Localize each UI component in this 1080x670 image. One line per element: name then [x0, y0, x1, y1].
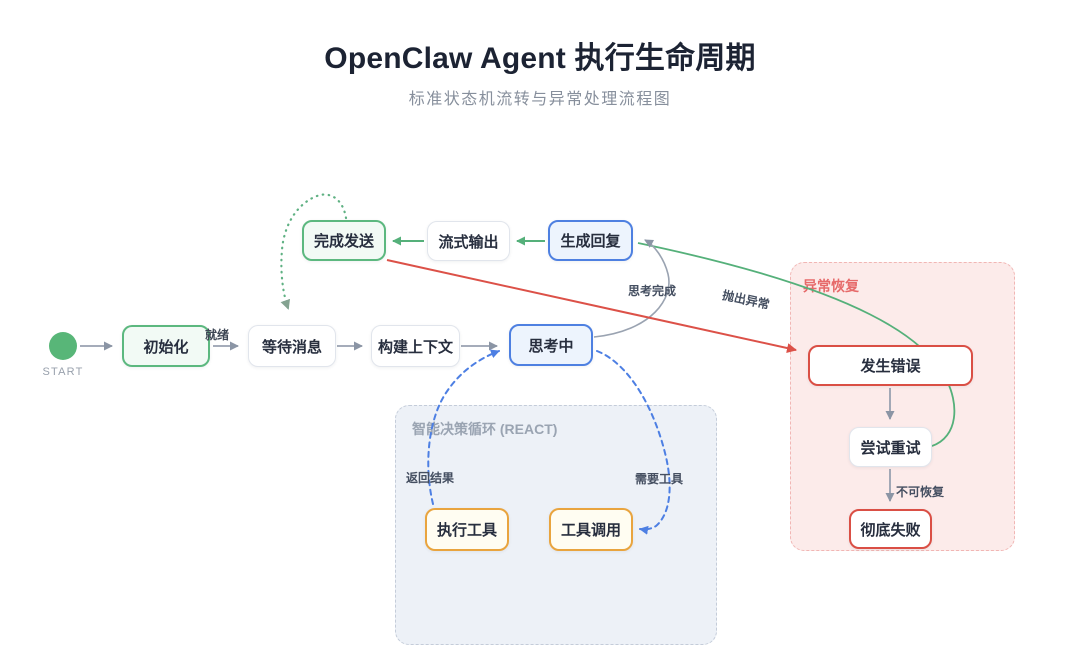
- edge-label-need-tool: 需要工具: [635, 472, 684, 486]
- start-state-dot: [49, 332, 77, 360]
- edge-exectool-to-think: [427, 349, 500, 505]
- edge-label-ready: 就绪: [205, 328, 230, 342]
- node-tool-call: 工具调用: [549, 508, 633, 551]
- react-loop-group-label: 智能决策循环 (REACT): [412, 421, 558, 437]
- page-title: OpenClaw Agent 执行生命周期: [324, 42, 756, 75]
- node-execute-tool: 执行工具: [425, 508, 509, 551]
- edge-sendcomplete-to-error: [386, 259, 797, 353]
- node-wait-message: 等待消息: [248, 325, 336, 367]
- node-build-context: 构建上下文: [371, 325, 460, 367]
- node-thinking: 思考中: [509, 324, 593, 366]
- edge-think-to-reply: [593, 239, 670, 338]
- node-send-complete: 完成发送: [302, 220, 386, 261]
- edge-sendcomplete-to-wait-loop: [280, 193, 348, 310]
- node-error-occurred: 发生错误: [808, 345, 973, 386]
- edge-label-return-result: 返回结果: [406, 471, 455, 485]
- edge-label-thinking-done: 思考完成: [628, 284, 677, 298]
- exception-recovery-group: 异常恢复: [790, 262, 1015, 551]
- node-init: 初始化: [122, 325, 210, 367]
- page-subtitle: 标准状态机流转与异常处理流程图: [408, 91, 672, 108]
- node-try-retry: 尝试重试: [849, 427, 932, 467]
- start-state-label: START: [42, 366, 84, 378]
- edge-think-to-toolcall: [596, 350, 671, 535]
- node-total-failure: 彻底失败: [849, 509, 932, 549]
- edge-label-unrecoverable: 不可恢复: [896, 485, 945, 499]
- node-generate-reply: 生成回复: [548, 220, 633, 261]
- exception-recovery-group-label: 异常恢复: [803, 278, 859, 294]
- node-stream-output: 流式输出: [427, 221, 510, 261]
